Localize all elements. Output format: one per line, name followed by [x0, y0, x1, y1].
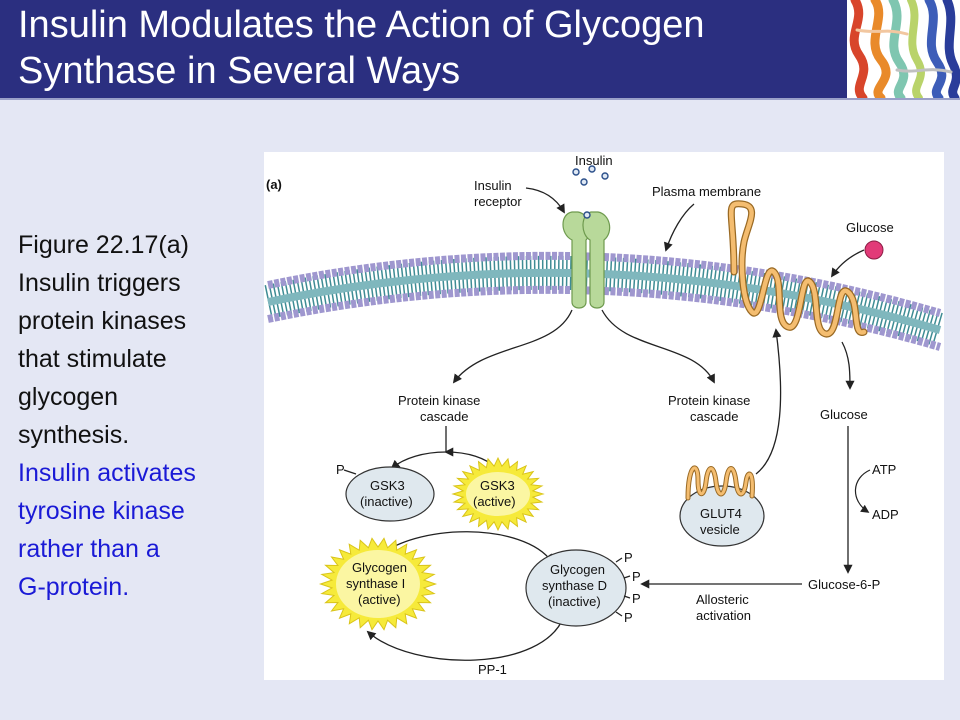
body-line: synthesis.	[18, 421, 130, 449]
allosteric-label-2: activation	[696, 608, 751, 623]
glucose-inside-label: Glucose	[820, 407, 868, 422]
protein-structure-image	[847, 0, 960, 98]
figure-panel: (a) Insulin Insulin receptor Plasma memb…	[264, 152, 945, 680]
title-bar: Insulin Modulates the Action of Glycogen…	[0, 0, 960, 98]
phosphate-label: P	[632, 591, 641, 606]
gsk3-active-label-2: (active)	[473, 494, 516, 509]
glut4-vesicle-oval	[679, 485, 765, 547]
glucose-outside-label: Glucose	[846, 220, 894, 235]
pk-cascade-right-label-1: Protein kinase	[668, 393, 750, 408]
slide-body-text: Figure 22.17(a) Insulin triggers protein…	[18, 226, 258, 606]
glycogen-synthase-d-oval	[525, 549, 627, 627]
pk-cascade-left-label-1: Protein kinase	[398, 393, 480, 408]
insulin-receptor-label-2: receptor	[474, 194, 522, 209]
slide-title: Insulin Modulates the Action of Glycogen…	[18, 2, 838, 94]
gs-d-label-3: (inactive)	[548, 594, 601, 609]
glut4-label-2: vesicle	[700, 522, 740, 537]
body-line: Insulin triggers	[18, 269, 181, 297]
title-line-1: Insulin Modulates the Action of Glycogen	[18, 4, 705, 46]
glucose-molecule	[864, 240, 884, 260]
body-line: protein kinases	[18, 307, 187, 335]
insulin-receptor-shape	[562, 211, 611, 309]
gsk3-inactive-oval	[345, 466, 435, 522]
body-line-highlight: Insulin activates	[18, 459, 196, 487]
body-line: that stimulate	[18, 345, 167, 373]
gs-d-label-1: Glycogen	[550, 562, 605, 577]
insulin-receptor-label-1: Insulin	[474, 178, 512, 193]
panel-label: (a)	[266, 177, 282, 192]
body-line: Figure 22.17(a)	[18, 231, 189, 259]
pp1-label: PP-1	[478, 662, 507, 677]
allosteric-label-1: Allosteric	[696, 592, 749, 607]
gsk3-inactive-label-1: GSK3	[370, 478, 405, 493]
title-line-2: Synthase in Several Ways	[18, 50, 461, 92]
phosphate-label: P	[624, 550, 633, 565]
plasma-membrane-label: Plasma membrane	[652, 184, 761, 199]
gs-d-label-2: synthase D	[542, 578, 607, 593]
insulin-molecules	[572, 165, 609, 219]
glut4-label-1: GLUT4	[700, 506, 742, 521]
gs-i-label-2: synthase I	[346, 576, 405, 591]
phosphate-label: P	[336, 462, 345, 477]
pk-cascade-left-label-2: cascade	[420, 409, 468, 424]
adp-label: ADP	[872, 507, 899, 522]
atp-label: ATP	[872, 462, 896, 477]
gs-i-label-3: (active)	[358, 592, 401, 607]
gsk3-inactive-label-2: (inactive)	[360, 494, 413, 509]
gs-i-label-1: Glycogen	[352, 560, 407, 575]
insulin-label: Insulin	[575, 153, 613, 168]
insulin-pathway-diagram: (a) Insulin Insulin receptor Plasma memb…	[264, 153, 945, 677]
gs-d-phosphates: P P P P	[615, 550, 641, 625]
glucose-6-p-label: Glucose-6-P	[808, 577, 880, 592]
body-line-highlight: rather than a	[18, 535, 160, 563]
phosphate-label: P	[624, 610, 633, 625]
phosphate-label: P	[632, 569, 641, 584]
body-line: glycogen	[18, 383, 119, 411]
body-line-highlight: G-protein.	[18, 573, 130, 601]
title-divider	[0, 98, 960, 100]
gsk3-active-label-1: GSK3	[480, 478, 515, 493]
body-line-highlight: tyrosine kinase	[18, 497, 185, 525]
pk-cascade-right-label-2: cascade	[690, 409, 738, 424]
glut4-transporter-fill	[729, 201, 867, 337]
